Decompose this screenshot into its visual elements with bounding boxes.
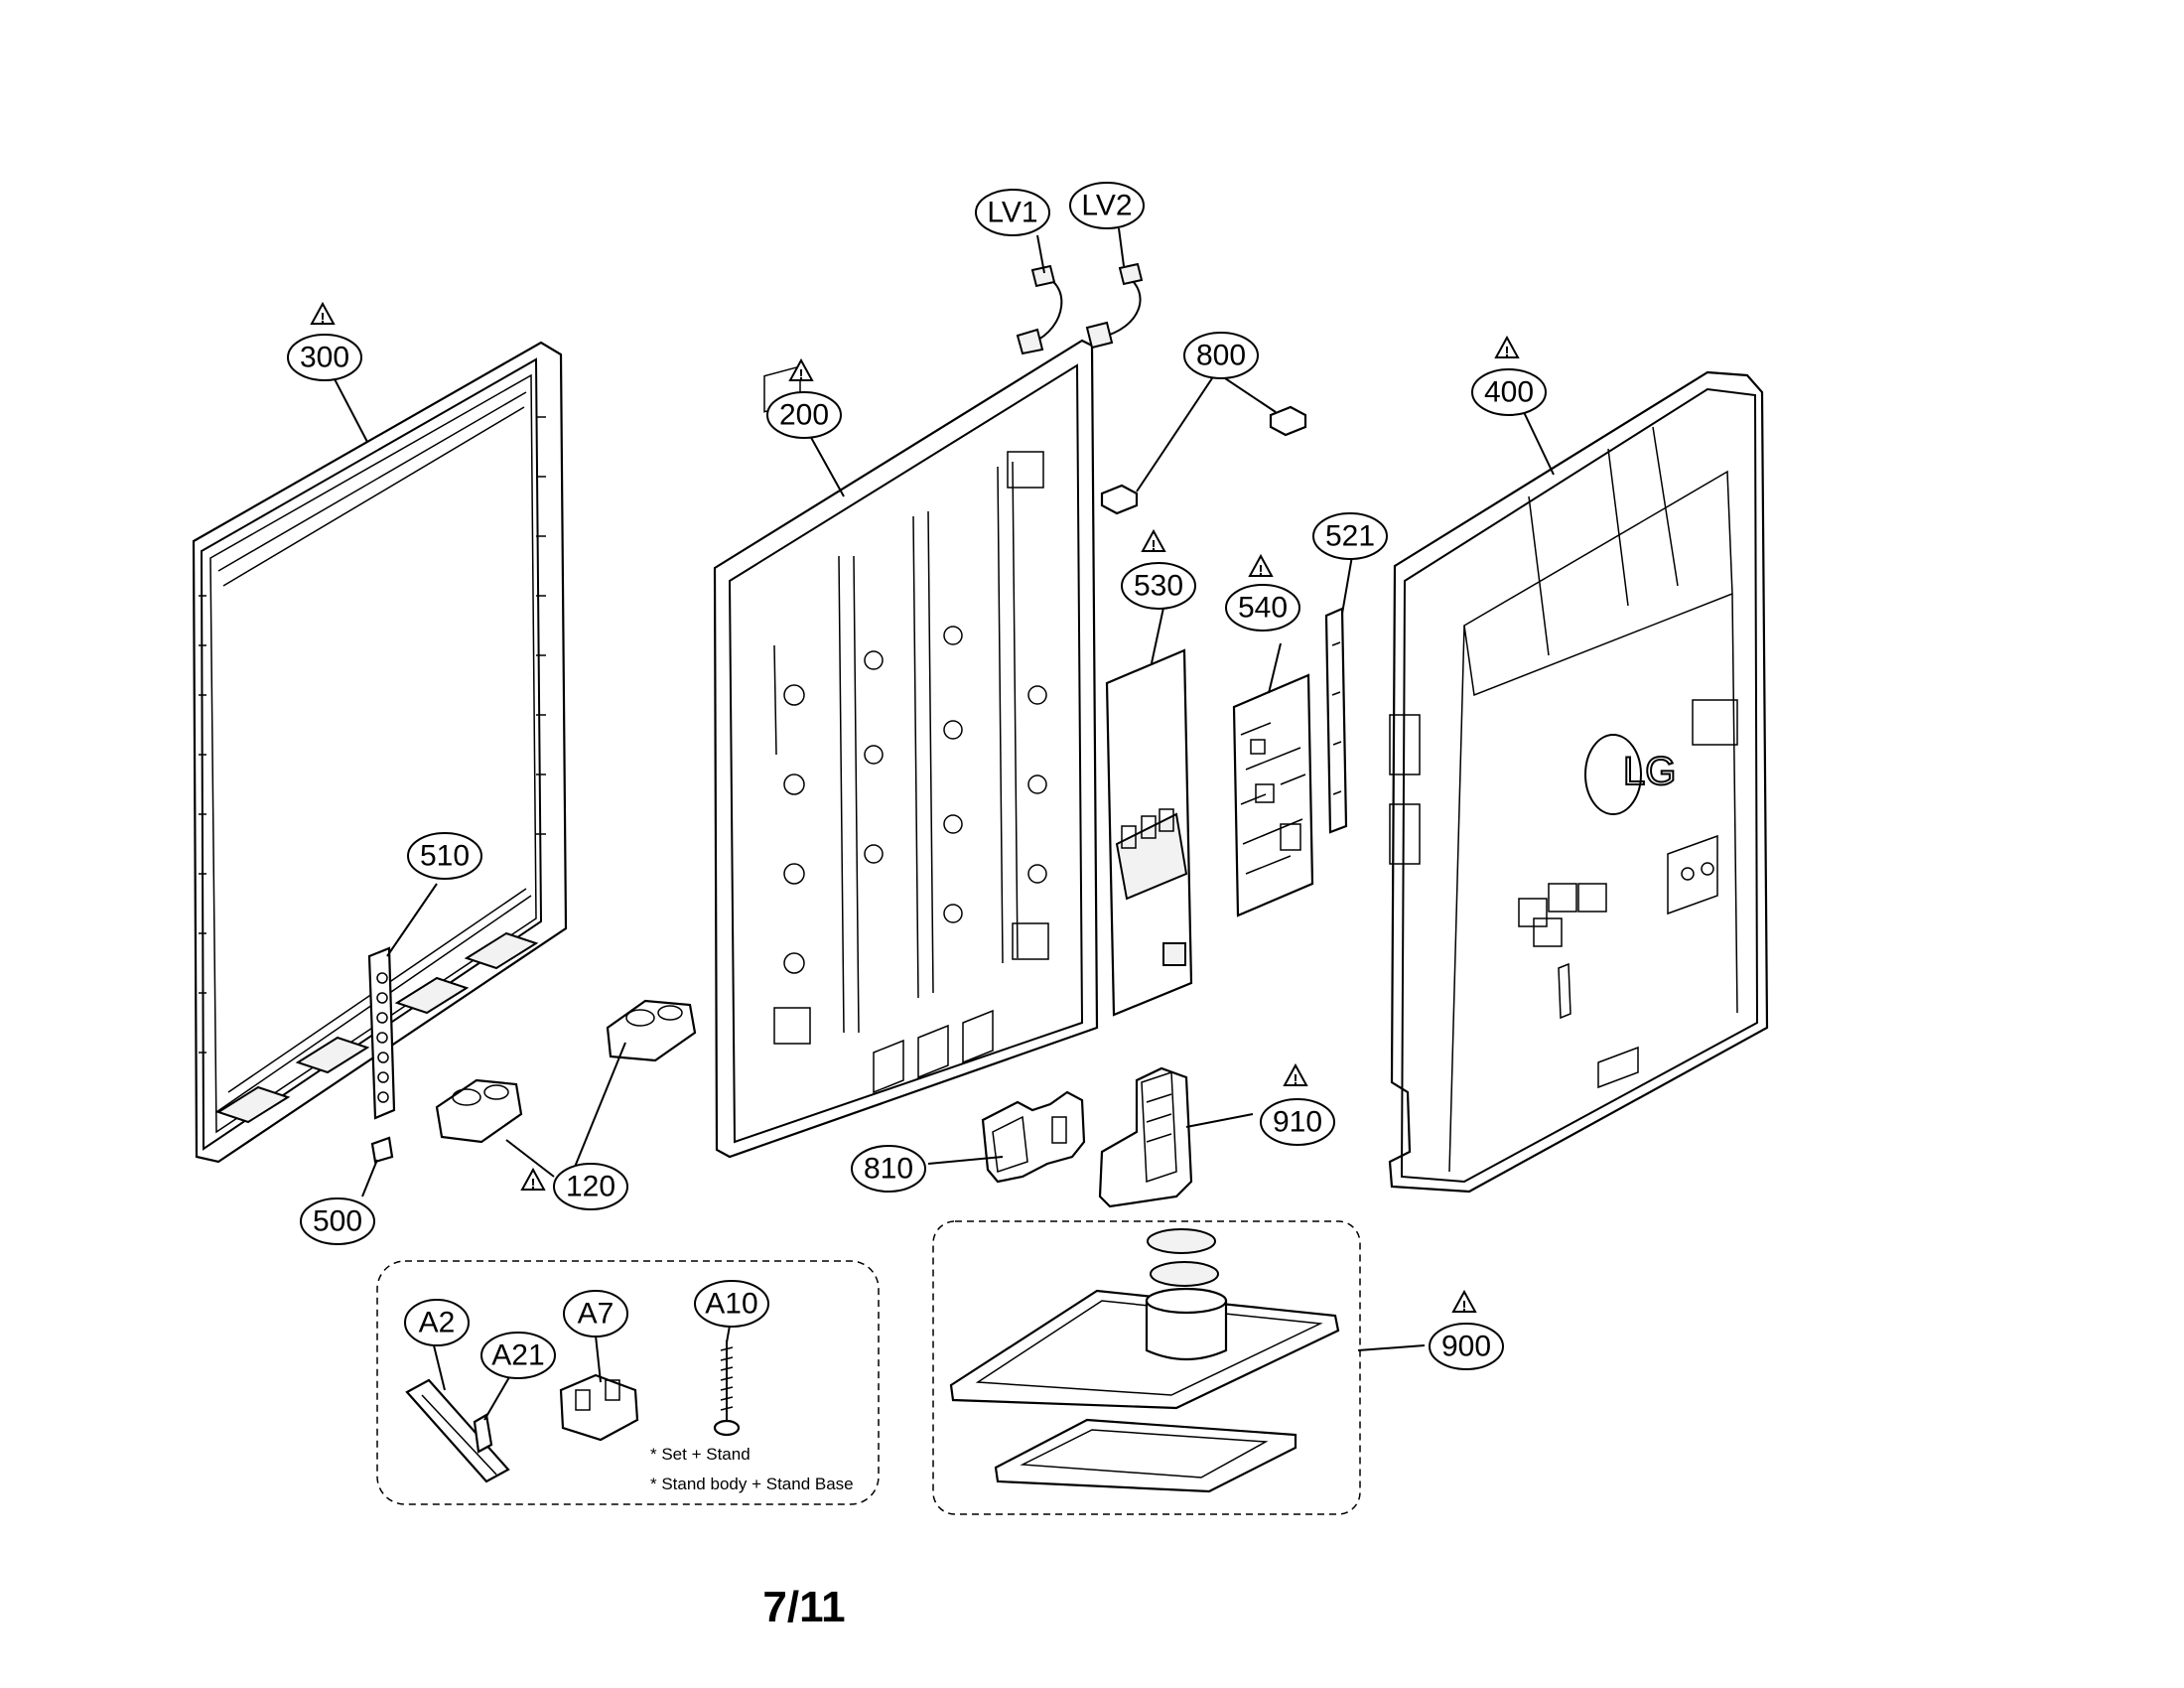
svg-text:900: 900: [1441, 1331, 1491, 1363]
note-stand-body-base: * Stand body + Stand Base: [650, 1475, 854, 1493]
svg-text:500: 500: [313, 1205, 362, 1238]
svg-text:400: 400: [1484, 376, 1534, 409]
svg-text:A2: A2: [419, 1307, 456, 1339]
svg-text:530: 530: [1134, 570, 1183, 603]
lvds-cable-1: [1016, 264, 1063, 355]
svg-text:200: 200: [779, 399, 829, 432]
leader-lines: [332, 227, 1555, 1421]
svg-text:!: !: [1294, 1071, 1298, 1088]
callout-a2: A2: [404, 1299, 470, 1346]
callout-300: 300: [287, 334, 362, 381]
bracket-clip-lower: [1100, 484, 1139, 515]
warning-540: !: [1248, 553, 1274, 579]
callout-521: 521: [1312, 512, 1388, 560]
callout-800: 800: [1183, 332, 1259, 379]
svg-text:510: 510: [420, 840, 470, 873]
svg-text:!: !: [1259, 562, 1264, 579]
main-chassis-frame: [713, 339, 1099, 1159]
svg-text:A7: A7: [578, 1298, 614, 1331]
stand-neck-cover: [1098, 1066, 1193, 1208]
stand-support-bracket: [559, 1373, 639, 1442]
stand-cover-clip: [473, 1413, 493, 1454]
speaker-left: [435, 1078, 523, 1144]
stand-assembly-box: [932, 1220, 1361, 1515]
front-bezel-frame: [192, 341, 568, 1164]
back-cover: LG: [1388, 370, 1769, 1194]
screw-part: [713, 1340, 741, 1437]
warning-900: !: [1451, 1289, 1477, 1315]
stand-cover-part: [405, 1378, 510, 1483]
bracket-clip-upper: [1269, 405, 1307, 437]
note-set-stand: * Set + Stand: [650, 1445, 751, 1464]
warning-400: !: [1494, 335, 1520, 360]
callout-530: 530: [1121, 562, 1196, 610]
callout-lv1: LV1: [975, 189, 1050, 236]
svg-text:810: 810: [864, 1153, 913, 1186]
callout-400: 400: [1471, 368, 1547, 416]
svg-text:LV2: LV2: [1081, 190, 1132, 222]
side-key-board: [367, 946, 396, 1120]
callout-a21: A21: [480, 1332, 556, 1379]
power-board: [1105, 648, 1193, 1017]
main-board: [1232, 673, 1314, 917]
callout-540: 540: [1225, 584, 1300, 632]
svg-text:A21: A21: [491, 1339, 544, 1372]
callout-900: 900: [1429, 1323, 1504, 1370]
lg-logo: LG: [1623, 750, 1676, 793]
svg-text:A10: A10: [705, 1288, 757, 1321]
callout-a10: A10: [694, 1280, 769, 1328]
svg-text:!: !: [1462, 1298, 1467, 1315]
callout-200: 200: [766, 391, 842, 439]
accessory-group-box: [376, 1260, 880, 1505]
svg-text:!: !: [1152, 537, 1157, 554]
svg-text:300: 300: [300, 342, 349, 374]
svg-text:!: !: [1505, 344, 1510, 360]
callout-510: 510: [407, 832, 482, 880]
warning-200: !: [788, 357, 814, 383]
svg-text:!: !: [321, 310, 326, 327]
svg-text:800: 800: [1196, 340, 1246, 372]
svg-text:LV1: LV1: [987, 197, 1037, 229]
callout-910: 910: [1260, 1098, 1335, 1146]
warning-300: !: [310, 301, 336, 327]
small-button-part: [370, 1136, 394, 1164]
stand-bracket: [981, 1090, 1086, 1184]
callout-120: 120: [553, 1163, 628, 1210]
callout-lv2: LV2: [1069, 182, 1145, 229]
svg-text:!: !: [531, 1176, 536, 1193]
warning-530: !: [1141, 528, 1166, 554]
callout-a7: A7: [563, 1290, 628, 1337]
callout-810: 810: [851, 1145, 926, 1193]
speaker-right: [606, 999, 697, 1062]
svg-text:120: 120: [566, 1171, 615, 1203]
svg-text:521: 521: [1325, 520, 1375, 553]
callout-500: 500: [300, 1197, 375, 1245]
svg-text:!: !: [799, 366, 804, 383]
svg-text:540: 540: [1238, 592, 1288, 625]
stand-assembly: [949, 1228, 1340, 1493]
lvds-cable-2: [1085, 262, 1144, 350]
warning-910: !: [1283, 1062, 1308, 1088]
warning-120: !: [520, 1167, 546, 1193]
svg-text:910: 910: [1273, 1106, 1322, 1139]
ir-board: [1324, 607, 1348, 834]
page-number: 7/11: [762, 1583, 845, 1631]
